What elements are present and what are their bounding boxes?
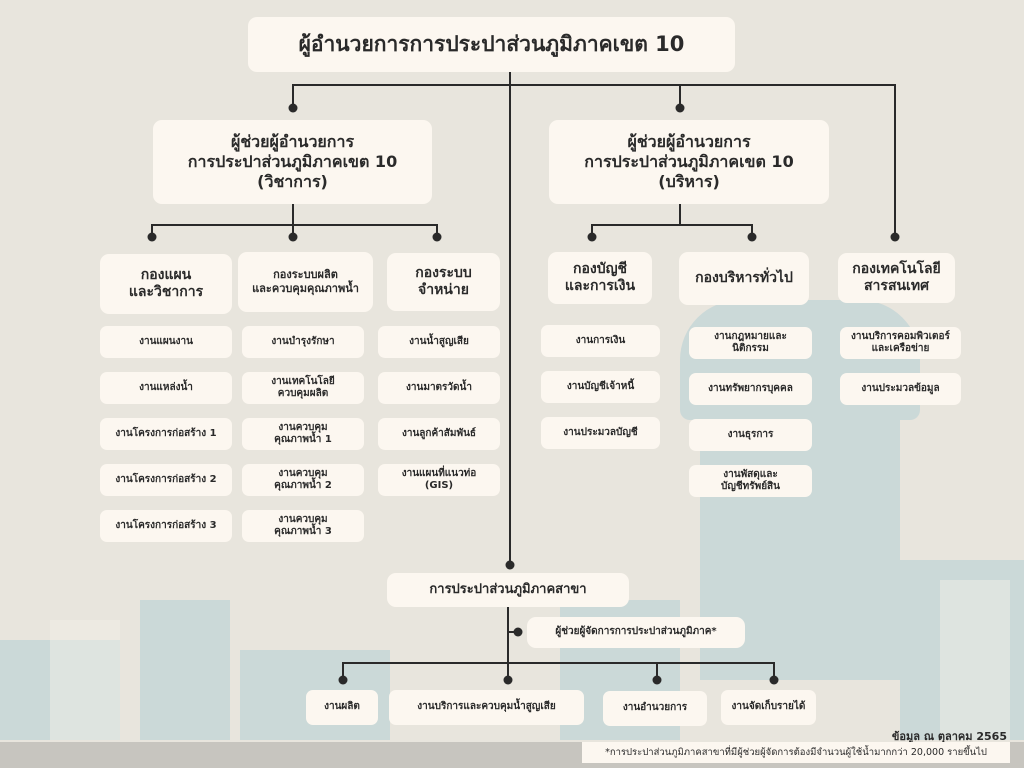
connector [342,662,344,680]
connector-dot [769,675,779,685]
connector [656,662,658,680]
connector [509,72,511,565]
connector-dot [675,103,685,113]
connector-dot [147,232,157,242]
connector-dot [503,675,513,685]
branch-unit-box: งานบริการและควบคุมน้ำสูญเสีย [389,690,584,725]
unit-box: งานแผนงาน [100,326,232,358]
connector [292,204,294,237]
assistant-admin-box: ผู้ช่วยผู้อำนวยการ การประปาส่วนภูมิภาคเข… [549,120,829,204]
building-bg [940,580,1010,740]
unit-box: งานแผนที่แนวท่อ (GIS) [378,464,500,496]
connector [342,662,775,664]
unit-box: งานแหล่งน้ำ [100,372,232,404]
assistant-technical-box: ผู้ช่วยผู้อำนวยการ การประปาส่วนภูมิภาคเข… [153,120,432,204]
connector-dot [288,232,298,242]
connector [508,631,518,633]
connector-dot [513,627,523,637]
unit-box: งานลูกค้าสัมพันธ์ [378,418,500,450]
building-bg [140,600,230,740]
connector-dot [288,103,298,113]
connector [293,84,896,86]
unit-box: งานทรัพยากรบุคคล [689,373,812,405]
branch-unit-box: งานอำนวยการ [603,691,707,726]
division-box: กองระบบผลิต และควบคุมคุณภาพน้ำ [238,252,373,312]
connector [751,224,753,237]
connector-dot [652,675,662,685]
division-box: กองบัญชี และการเงิน [548,252,652,304]
division-box: กองบริหารทั่วไป [679,252,809,305]
connector [292,84,294,108]
unit-box: งานประมวลบัญชี [541,417,660,449]
connector-dot [505,560,515,570]
connector [592,224,753,226]
division-box: กองแผน และวิชาการ [100,254,232,314]
connector-dot [432,232,442,242]
unit-box: งานประมวลข้อมูล [840,373,961,405]
connector-dot [890,232,900,242]
unit-box: งานพัสดุและ บัญชีทรัพย์สิน [689,465,812,497]
unit-box: งานบำรุงรักษา [242,326,364,358]
connector [679,84,681,108]
division-box: กองระบบ จำหน่าย [387,253,500,311]
unit-box: งานโครงการก่อสร้าง 2 [100,464,232,496]
unit-box: งานโครงการก่อสร้าง 3 [100,510,232,542]
branch-unit-box: งานผลิต [306,690,378,725]
connector [151,224,153,237]
connector-dot [587,232,597,242]
unit-box: งานมาตรวัดน้ำ [378,372,500,404]
branch-assistant-box: ผู้ช่วยผู้จัดการการประปาส่วนภูมิภาค* [527,617,745,648]
division-box: กองเทคโนโลยี สารสนเทศ [838,253,955,303]
connector [679,204,681,224]
unit-box: งานเทคโนโลยี ควบคุมผลิต [242,372,364,404]
unit-box: งานธุรการ [689,419,812,451]
building-bg [50,620,120,740]
unit-box: งานบัญชีเจ้าหนี้ [541,371,660,403]
connector [152,224,438,226]
unit-box: งานกฎหมายและ นิติกรรม [689,327,812,359]
connector [436,224,438,237]
unit-box: งานการเงิน [541,325,660,357]
connector-dot [338,675,348,685]
footnote: *การประปาส่วนภูมิภาคสาขาที่มีผู้ช่วยผู้จ… [582,742,1010,763]
director-box: ผู้อำนวยการการประปาส่วนภูมิภาคเขต 10 [248,17,735,72]
connector [894,84,896,237]
branch-box: การประปาส่วนภูมิภาคสาขา [387,573,629,607]
connector [773,662,775,680]
data-date: ข้อมูล ณ ตุลาคม 2565 [891,730,1007,743]
connector [591,224,593,237]
unit-box: งานควบคุม คุณภาพน้ำ 3 [242,510,364,542]
unit-box: งานบริการคอมพิวเตอร์ และเครือข่าย [840,327,961,359]
branch-unit-box: งานจัดเก็บรายได้ [721,690,816,725]
unit-box: งานควบคุม คุณภาพน้ำ 1 [242,418,364,450]
unit-box: งานควบคุม คุณภาพน้ำ 2 [242,464,364,496]
connector [507,607,509,680]
connector-dot [747,232,757,242]
unit-box: งานโครงการก่อสร้าง 1 [100,418,232,450]
unit-box: งานน้ำสูญเสีย [378,326,500,358]
